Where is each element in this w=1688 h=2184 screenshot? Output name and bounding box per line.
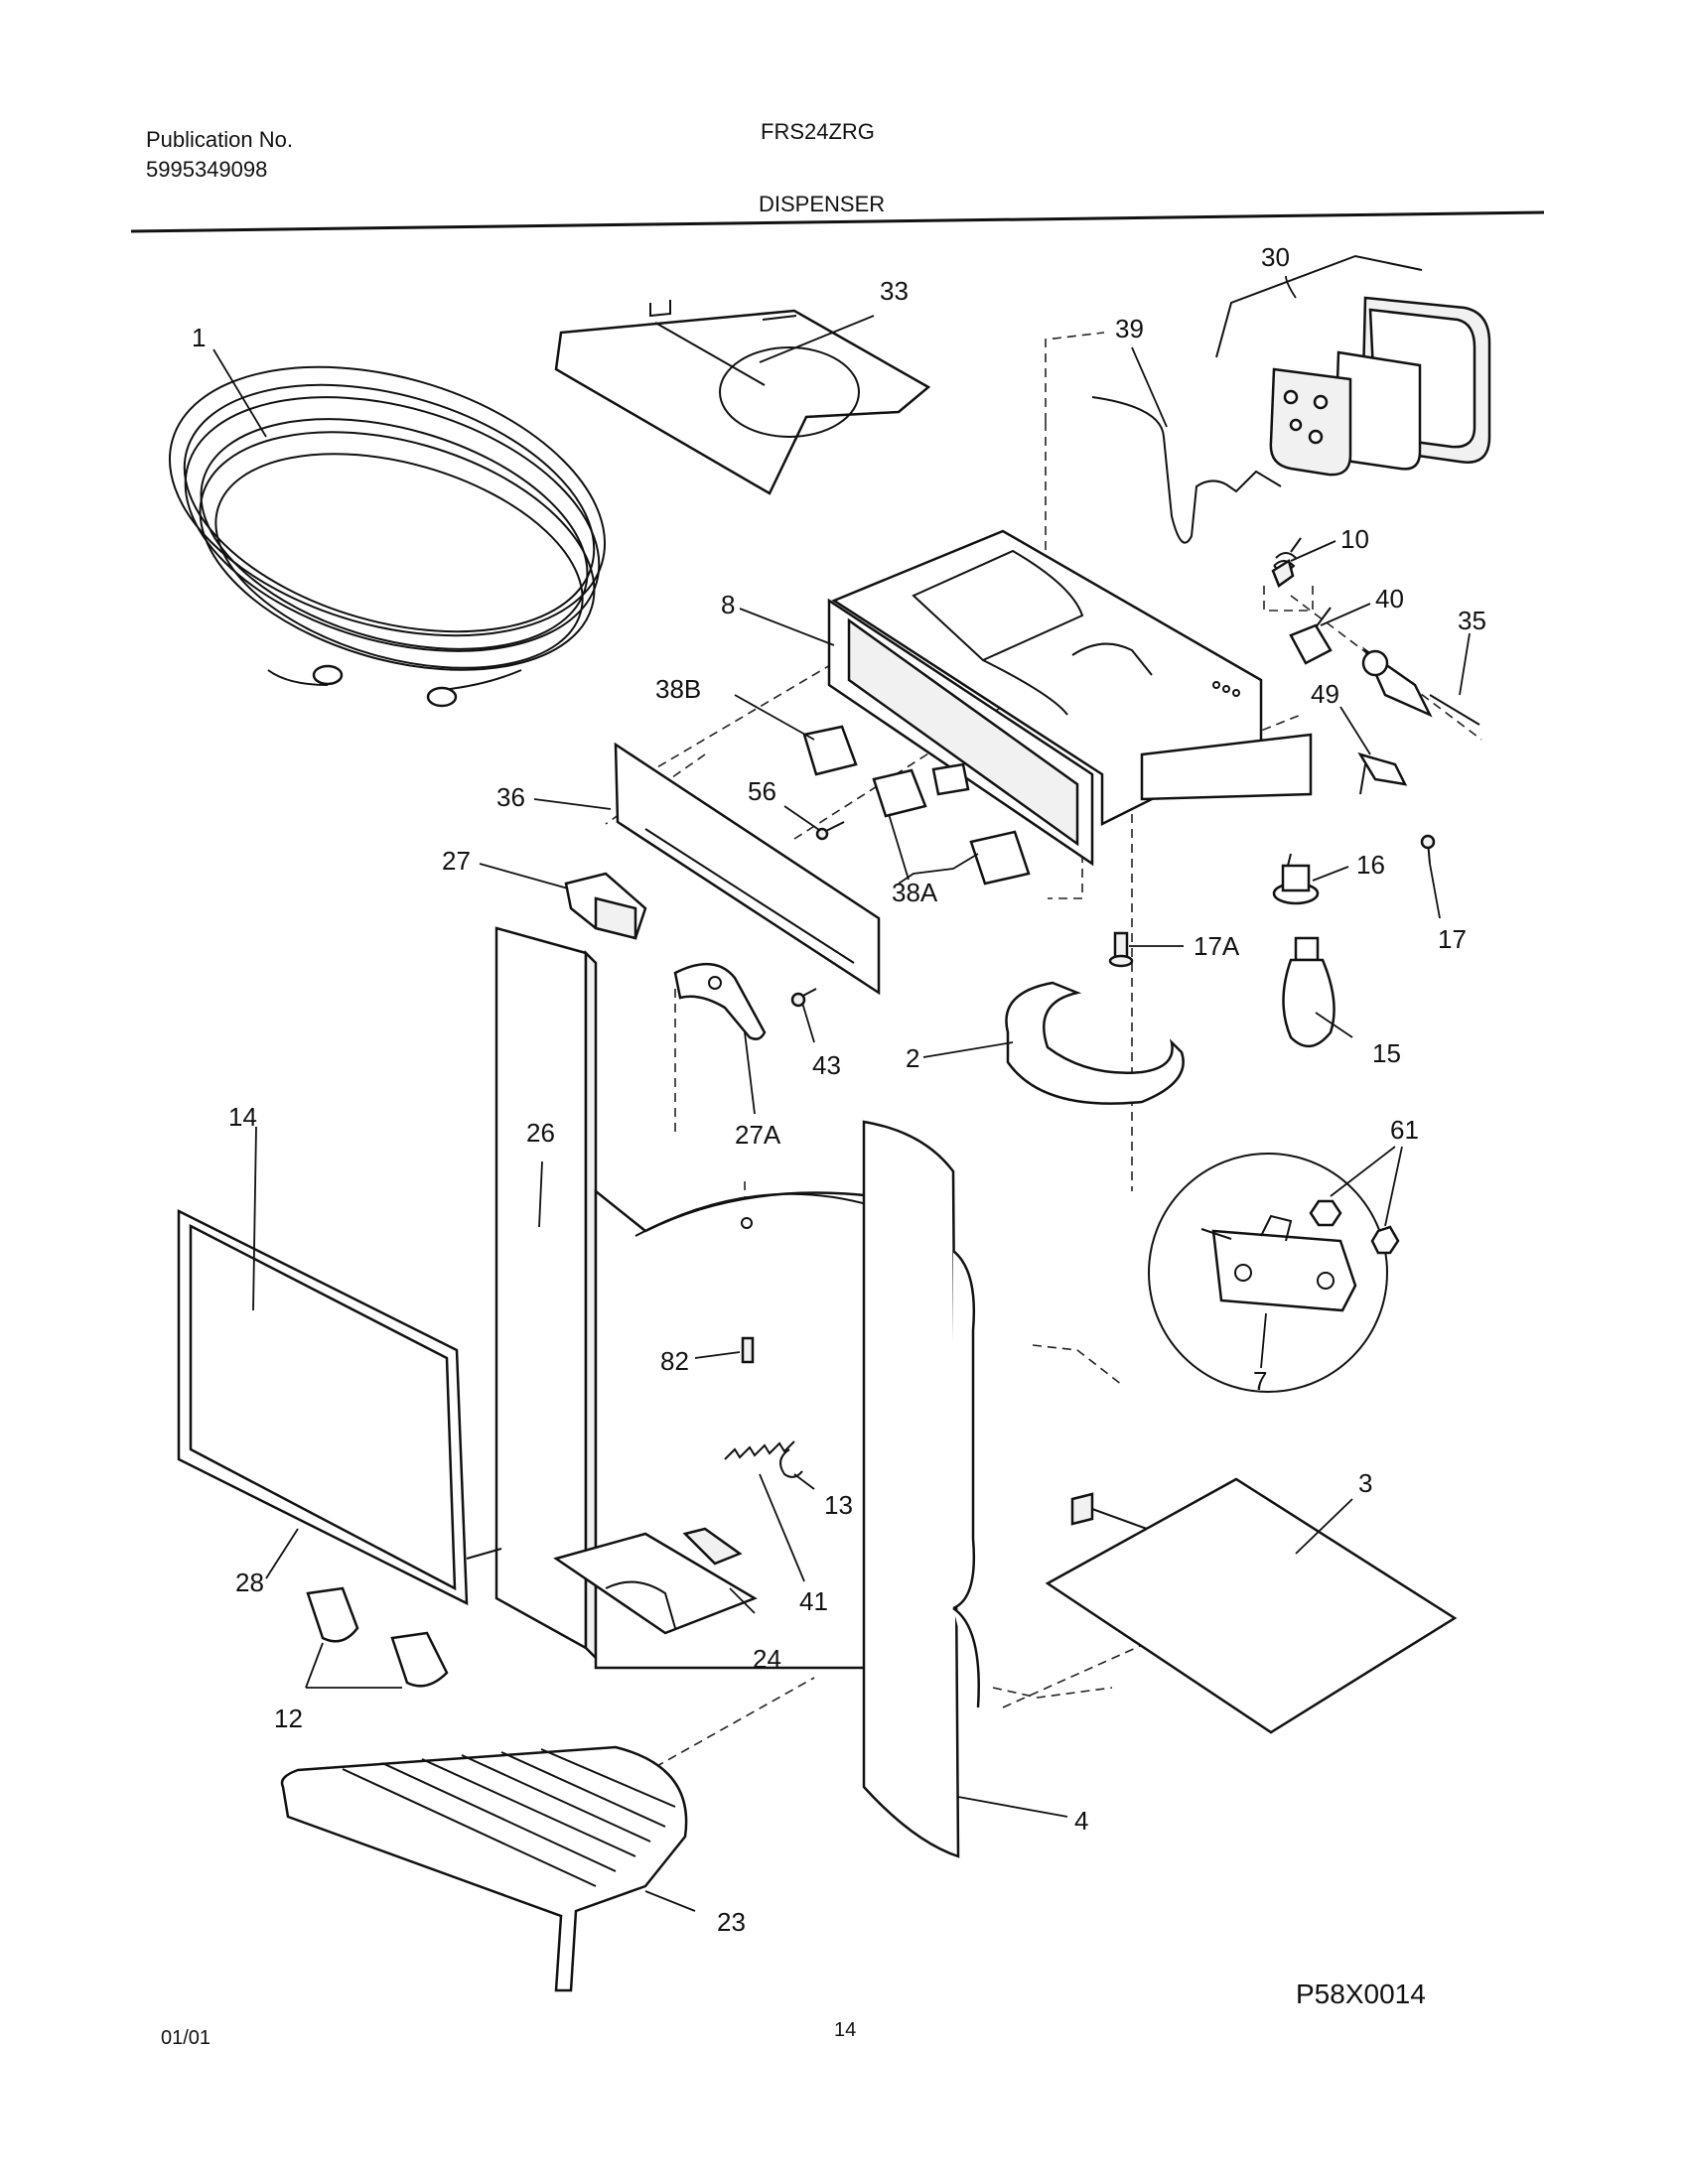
solenoid-35	[1361, 646, 1480, 726]
clip-49	[1357, 751, 1408, 795]
callout-3: 3	[1358, 1468, 1372, 1498]
door-flap-assembly	[1215, 254, 1491, 477]
screw-43	[790, 988, 817, 1008]
callout-17: 17	[1438, 924, 1467, 954]
callout-39: 39	[1115, 314, 1144, 343]
screw-17	[1420, 834, 1436, 865]
callout-23: 23	[717, 1907, 746, 1937]
callout-7: 7	[1253, 1366, 1267, 1396]
publication-label: Publication No.	[146, 127, 293, 152]
model-number: FRS24ZRG	[761, 119, 875, 144]
callout-8: 8	[721, 590, 735, 619]
section-title: DISPENSER	[759, 192, 886, 216]
control-panel-plate	[614, 742, 881, 996]
callout-27A: 27A	[735, 1120, 781, 1150]
callout-4: 4	[1074, 1806, 1088, 1836]
lever-27A	[673, 962, 767, 1040]
callout-1: 1	[192, 323, 206, 352]
callout-24: 24	[753, 1644, 781, 1674]
switch-plunger	[1289, 607, 1333, 665]
top-plate	[554, 300, 931, 495]
publication-number: 5995349098	[146, 157, 268, 182]
page-number: 14	[834, 2019, 857, 2041]
dispenser-housing	[827, 529, 1313, 867]
callout-2: 2	[906, 1043, 919, 1073]
spring-41	[724, 1440, 795, 1460]
frame-clip-28	[466, 1548, 502, 1560]
header-rule	[130, 210, 1545, 233]
callout-12: 12	[274, 1704, 303, 1733]
callout-15: 15	[1372, 1038, 1401, 1068]
torsion-spring	[1271, 537, 1302, 588]
detail-inset-circle	[1148, 1153, 1400, 1393]
callout-36: 36	[496, 782, 525, 812]
callout-28: 28	[235, 1568, 264, 1597]
callout-33: 33	[880, 276, 909, 306]
bowl-ring	[1005, 981, 1185, 1105]
callout-13: 13	[824, 1490, 853, 1520]
screw-17A	[1108, 931, 1134, 968]
callout-10: 10	[1340, 524, 1369, 554]
tubing-coil	[168, 365, 607, 708]
right-pillar	[862, 1120, 980, 1858]
callout-61: 61	[1390, 1115, 1419, 1145]
actuator-wire	[1091, 396, 1282, 544]
screw-56	[815, 821, 845, 841]
bulb-socket	[1272, 853, 1320, 905]
callout-labels: 1 33 30 39 10 8 40 35 38B 49 36 56 27 38…	[192, 242, 1486, 1937]
callout-27: 27	[442, 846, 471, 876]
callout-14: 14	[228, 1102, 257, 1132]
footer-date: 01/01	[161, 2027, 211, 2049]
clips-12	[306, 1586, 449, 1688]
callout-56: 56	[748, 776, 776, 806]
bracket-27	[564, 872, 647, 940]
callout-26: 26	[526, 1118, 555, 1148]
diagram-code: P58X0014	[1296, 1979, 1426, 2009]
screw-82	[741, 1336, 755, 1364]
callout-38B: 38B	[655, 674, 701, 704]
window-frame	[177, 1208, 469, 1606]
callout-35: 35	[1458, 606, 1486, 635]
micro-switches	[802, 725, 1031, 886]
callout-leader-lines	[212, 275, 1471, 1912]
drip-tray	[280, 1745, 688, 1992]
callout-43: 43	[812, 1050, 841, 1080]
callout-30: 30	[1261, 242, 1290, 272]
callout-49: 49	[1311, 679, 1339, 709]
heater-pad	[1045, 1477, 1458, 1734]
actuator-paddle	[553, 1527, 758, 1635]
left-side-rail	[494, 926, 598, 1662]
callout-41: 41	[799, 1586, 828, 1616]
callout-82: 82	[660, 1346, 689, 1376]
callout-40: 40	[1375, 584, 1404, 614]
callout-38A: 38A	[892, 878, 938, 907]
light-bulb	[1282, 936, 1336, 1047]
callout-17A: 17A	[1194, 931, 1240, 961]
callout-16: 16	[1356, 850, 1385, 880]
